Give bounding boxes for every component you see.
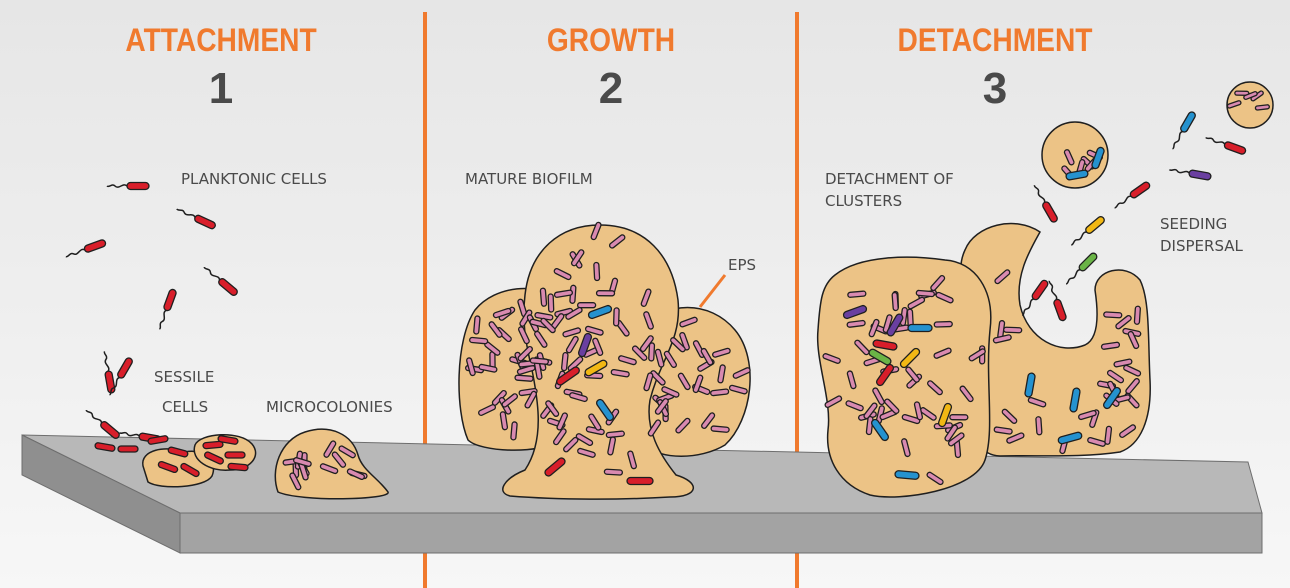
- cell: [895, 470, 920, 479]
- label-mature-biofilm: MATURE BIOFILM: [465, 168, 593, 190]
- cell: [649, 343, 655, 361]
- cell: [606, 431, 624, 438]
- cell: [594, 262, 600, 280]
- biofilm-matrix: [143, 82, 1273, 499]
- cell: [597, 291, 615, 296]
- label-planktonic-cells: PLANKTONIC CELLS: [181, 168, 327, 190]
- stage-title-attachment: ATTACHMENT: [89, 22, 353, 59]
- cell: [540, 288, 546, 306]
- cell: [614, 308, 620, 326]
- label-sessile: SESSILE: [154, 366, 214, 388]
- label-cells: CELLS: [162, 396, 208, 418]
- cell: [916, 290, 934, 296]
- flagellated-cell: [107, 183, 149, 190]
- cell: [515, 375, 533, 381]
- label-detachment-of: DETACHMENT OF: [825, 168, 954, 190]
- label-clusters: CLUSTERS: [825, 190, 902, 212]
- label-microcolonies: MICROCOLONIES: [266, 396, 393, 418]
- cell: [561, 352, 568, 370]
- cell: [530, 358, 548, 365]
- flagellated-cell: [1031, 183, 1058, 223]
- cell: [710, 389, 728, 396]
- flagellated-cell: [1019, 279, 1049, 317]
- cell: [934, 321, 952, 327]
- stage-title-detachment: DETACHMENT: [863, 22, 1127, 59]
- cell: [950, 415, 968, 420]
- flagellated-cell: [156, 288, 177, 330]
- flagellated-cell: [202, 264, 239, 296]
- flagellated-cell: [65, 239, 107, 260]
- flagellated-cell: [175, 206, 216, 230]
- flagellated-cell: [84, 407, 121, 439]
- surface-side: [180, 513, 1262, 553]
- cell: [469, 337, 487, 344]
- flagellated-cell: [1064, 252, 1099, 287]
- cell: [1004, 327, 1022, 333]
- cell: [908, 325, 932, 332]
- cell: [1255, 105, 1269, 111]
- cell: [474, 316, 481, 334]
- stage-title-growth: GROWTH: [479, 22, 743, 59]
- cell: [1134, 306, 1140, 324]
- cell: [118, 446, 138, 452]
- eps-pointer-line: [700, 275, 725, 307]
- cell: [225, 452, 245, 458]
- flagellated-cell: [1169, 111, 1196, 151]
- detachment-blob-left: [818, 257, 991, 497]
- stage-number-3: 3: [845, 64, 1145, 114]
- cell: [627, 478, 653, 485]
- cell: [511, 422, 518, 440]
- cell: [848, 291, 866, 298]
- flagellated-cell: [1169, 166, 1212, 180]
- flagellated-cell: [1113, 181, 1151, 211]
- stage-number-2: 2: [461, 64, 761, 114]
- cell: [711, 426, 729, 433]
- label-seeding: SEEDING: [1160, 213, 1227, 235]
- label-eps: EPS: [728, 254, 756, 276]
- cell: [604, 469, 622, 475]
- cell: [892, 292, 898, 310]
- flagellated-cell: [1046, 280, 1067, 322]
- flagellated-cell: [1205, 134, 1247, 155]
- flagellated-cell: [101, 351, 115, 394]
- cell: [1036, 417, 1042, 435]
- flagellated-cell: [1069, 215, 1106, 247]
- cell: [228, 463, 248, 471]
- label-dispersal: DISPERSAL: [1160, 235, 1243, 257]
- stage-number-1: 1: [71, 64, 371, 114]
- cell: [1104, 312, 1122, 318]
- cell: [548, 294, 554, 312]
